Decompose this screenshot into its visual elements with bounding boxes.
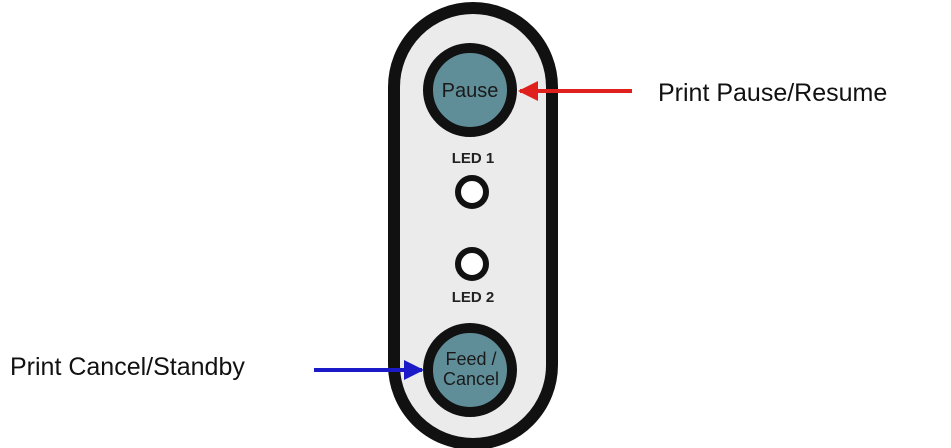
feed-cancel-button[interactable]: Feed / Cancel bbox=[423, 323, 517, 417]
led2-indicator bbox=[455, 247, 489, 281]
feed-cancel-label-line1: Feed / bbox=[445, 349, 496, 369]
pause-button-label: Pause bbox=[442, 80, 499, 102]
led1-label: LED 1 bbox=[452, 150, 495, 167]
feed-cancel-label-line2: Cancel bbox=[443, 369, 499, 389]
pause-callout-text: Print Pause/Resume bbox=[658, 79, 887, 107]
led1-indicator bbox=[455, 175, 489, 209]
cancel-callout-text: Print Cancel/Standby bbox=[10, 353, 245, 381]
pause-button[interactable]: Pause bbox=[423, 43, 517, 137]
led2-label: LED 2 bbox=[452, 289, 495, 306]
